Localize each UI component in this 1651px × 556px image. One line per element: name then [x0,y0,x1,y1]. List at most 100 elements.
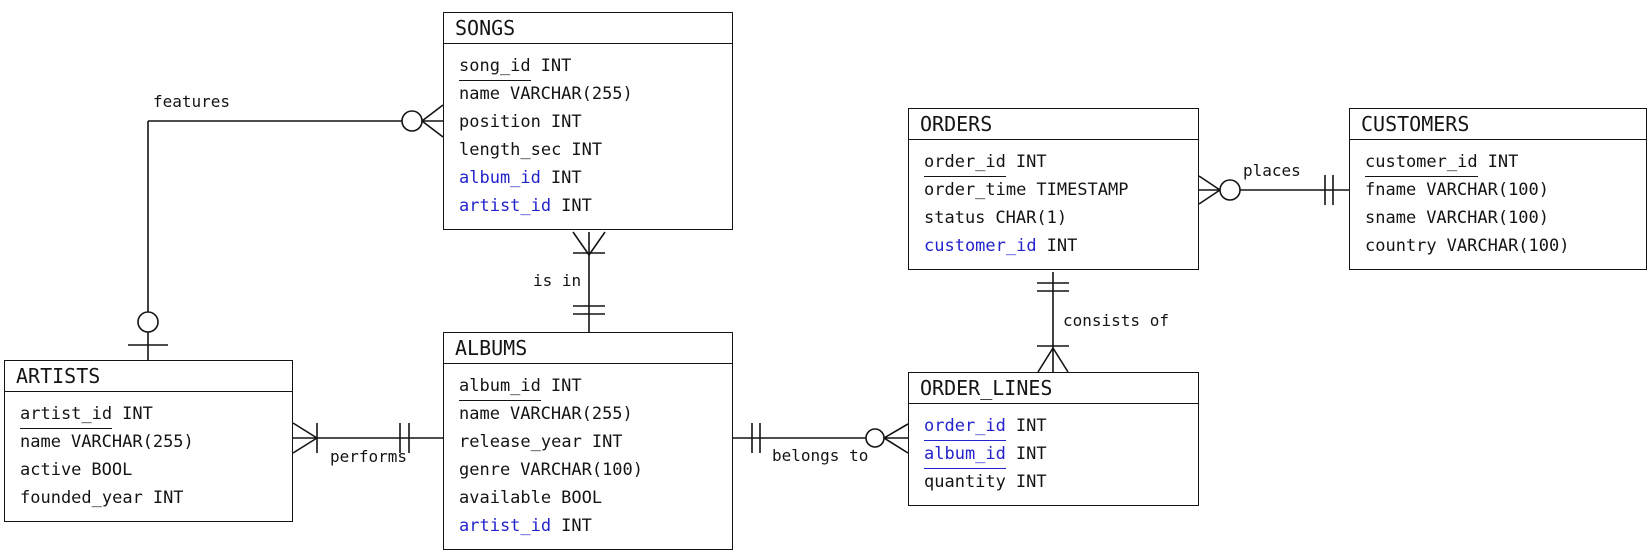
rel-consists-of-connector [1037,272,1069,373]
field-type: VARCHAR(100) [1426,180,1550,200]
field-row: name VARCHAR(255) [444,400,732,428]
field-name: sname [1365,208,1417,228]
crow-foot-many-icon [292,422,318,454]
field-row: name VARCHAR(255) [444,80,732,108]
field-type: INT [1015,416,1047,436]
zero-circle-icon [137,311,159,333]
zero-circle-icon [401,110,423,132]
field-type: BOOL [561,488,603,508]
field-type: BOOL [91,460,133,480]
field-row: fname VARCHAR(100) [1350,176,1646,204]
field-name: country [1365,236,1437,256]
field-name: customer_id [1365,148,1478,177]
field-type: VARCHAR(100) [520,460,644,480]
field-type: INT [571,140,603,160]
field-type: TIMESTAMP [1036,180,1129,200]
field-type: VARCHAR(255) [70,432,194,452]
field-type: VARCHAR(255) [509,404,633,424]
field-row: order_id INT [909,148,1198,177]
field-name: genre [459,460,511,480]
field-name: artist_id [459,516,552,536]
field-name: album_id [459,372,541,401]
field-row: artist_id INT [444,512,732,540]
field-name: name [459,84,500,104]
field-type: INT [1046,236,1078,256]
field-name: quantity [924,472,1006,492]
field-name: order_id [924,412,1006,441]
field-name: artist_id [20,400,113,429]
rel-label-consists-of: consists of [1063,311,1169,330]
field-row: genre VARCHAR(100) [444,456,732,484]
field-row: album_id INT [444,372,732,401]
field-name: available [459,488,552,508]
crow-foot-many-icon [1037,347,1069,373]
field-name: length_sec [459,140,562,160]
field-name: order_time [924,180,1027,200]
rel-label-places: places [1243,161,1301,180]
field-type: INT [591,432,623,452]
entity-title: ORDER_LINES [909,373,1198,404]
rel-label-performs: performs [330,447,408,466]
field-name: order_id [924,148,1006,177]
field-type: VARCHAR(255) [509,84,633,104]
field-row: position INT [444,108,732,136]
field-row: customer_id INT [909,232,1198,260]
entity-title: CUSTOMERS [1350,109,1646,140]
field-row: artist_id INT [444,192,732,220]
field-name: artist_id [459,196,552,216]
crow-foot-many-icon [883,423,909,454]
field-row: quantity INT [909,468,1198,496]
field-row: active BOOL [5,456,292,484]
entity-title: ALBUMS [444,333,732,364]
field-row: order_id INT [909,412,1198,441]
rel-performs-connector [292,422,443,454]
field-type: INT [561,196,592,216]
rel-belongs-to-connector [733,423,909,454]
field-row: artist_id INT [5,400,292,429]
field-name: release_year [459,432,582,452]
rel-label-features: features [153,92,231,111]
crow-foot-many-icon [421,104,444,138]
field-row: order_time TIMESTAMP [909,176,1198,204]
field-row: available BOOL [444,484,732,512]
field-type: INT [1015,152,1047,172]
field-type: INT [1015,472,1047,492]
entity-title: ARTISTS [5,361,292,392]
field-name: name [459,404,500,424]
field-name: album_id [459,168,541,188]
field-type: CHAR(1) [995,208,1068,228]
field-row: sname VARCHAR(100) [1350,204,1646,232]
field-name: position [459,112,541,132]
field-row: release_year INT [444,428,732,456]
field-name: customer_id [924,236,1037,256]
field-name: active [20,460,82,480]
field-name: fname [1365,180,1417,200]
field-type: INT [561,516,592,536]
field-type: INT [550,376,582,396]
field-row: length_sec INT [444,136,732,164]
field-type: VARCHAR(100) [1426,208,1550,228]
entity-title: ORDERS [909,109,1198,140]
field-type: INT [122,404,153,424]
field-type: INT [550,112,582,132]
crow-foot-many-icon [572,231,606,256]
rel-label-is-in: is in [533,271,582,290]
field-type: INT [1015,444,1047,464]
crow-foot-many-icon [1198,175,1221,205]
rel-is-in-connector [572,231,606,332]
